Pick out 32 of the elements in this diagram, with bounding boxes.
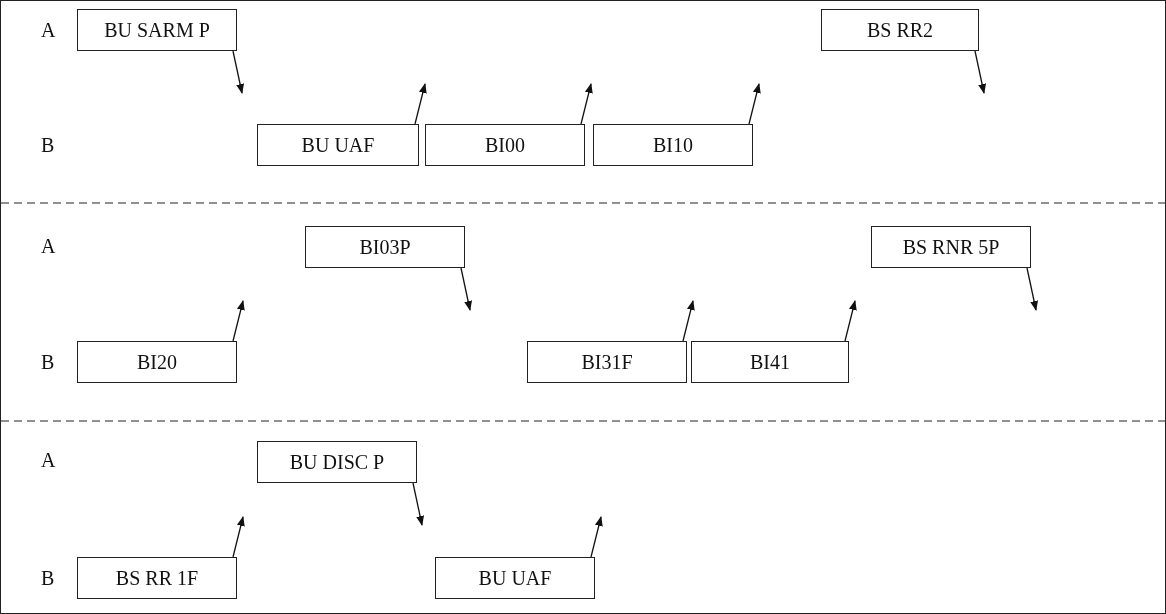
- frame-box: BU SARM P: [77, 9, 237, 51]
- arrow: [232, 300, 245, 342]
- frame-box: BI03P: [305, 226, 465, 268]
- frame-box: BU UAF: [257, 124, 419, 166]
- row-label: B: [41, 567, 55, 590]
- frame-box: BU DISC P: [257, 441, 417, 483]
- arrow: [844, 300, 857, 342]
- frame-box: BI10: [593, 124, 753, 166]
- arrow: [232, 50, 245, 94]
- frame-box: BU UAF: [435, 557, 595, 599]
- arrow: [1026, 267, 1039, 311]
- frame-box: BI41: [691, 341, 849, 383]
- frame-box: BS RNR 5P: [871, 226, 1031, 268]
- frame-box: BI00: [425, 124, 585, 166]
- frame-box: BS RR2: [821, 9, 979, 51]
- arrow: [460, 267, 473, 311]
- arrow: [412, 482, 425, 526]
- row-label: A: [41, 449, 56, 472]
- frame-box: BI31F: [527, 341, 687, 383]
- frame-box: BS RR 1F: [77, 557, 237, 599]
- frame-box: BI20: [77, 341, 237, 383]
- arrow: [682, 300, 695, 342]
- row-label: B: [41, 351, 55, 374]
- arrow: [580, 83, 593, 125]
- arrow: [590, 516, 603, 558]
- arrow: [232, 516, 245, 558]
- arrow: [974, 50, 987, 94]
- arrow: [414, 83, 427, 125]
- row-label: A: [41, 19, 56, 42]
- row-label: B: [41, 134, 55, 157]
- arrow: [748, 83, 761, 125]
- row-label: A: [41, 235, 56, 258]
